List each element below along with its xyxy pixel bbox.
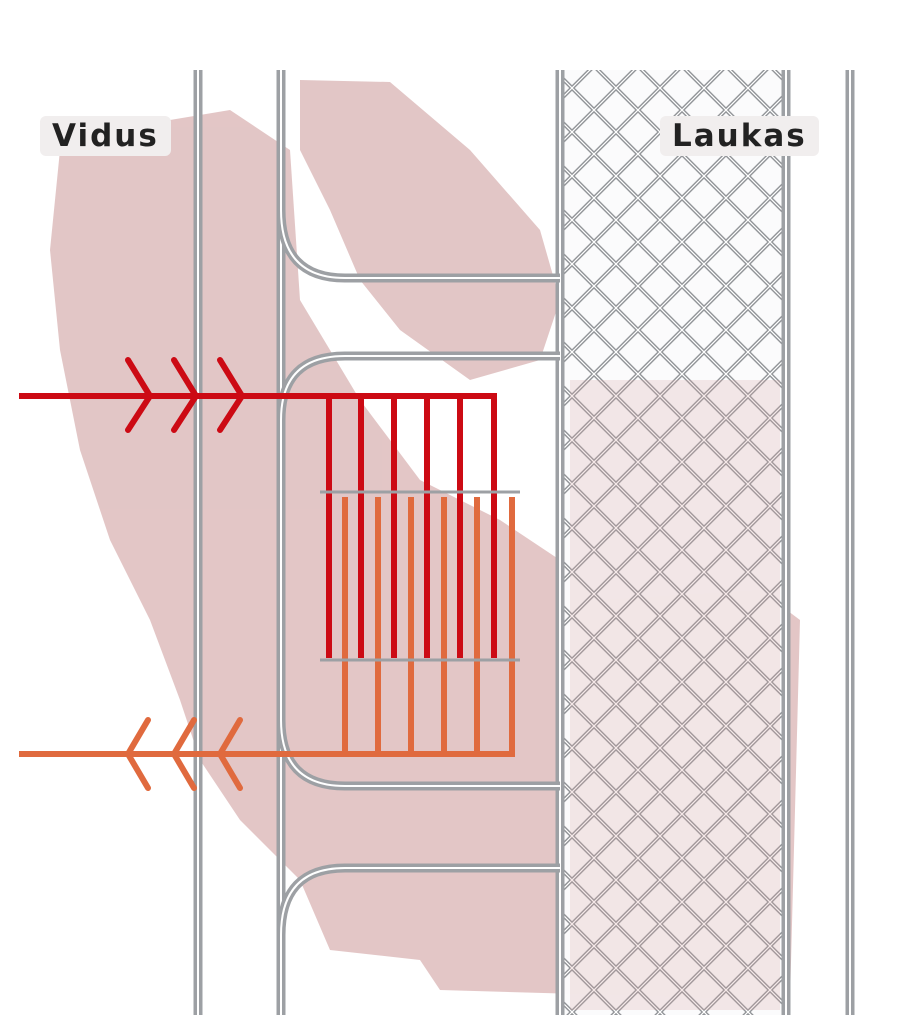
arrow-left-icon bbox=[171, 717, 197, 791]
arrow-right-icon bbox=[171, 357, 199, 433]
arrow-left-icon bbox=[217, 717, 243, 791]
exchanger-plates bbox=[320, 490, 520, 662]
duct-branch-highlights bbox=[280, 209, 560, 936]
warm-air-arrows bbox=[125, 357, 245, 433]
cool-air-flow bbox=[19, 497, 515, 757]
arrow-right-icon bbox=[125, 357, 153, 433]
insulation-layer bbox=[562, 70, 784, 1015]
warm-air-flow bbox=[19, 393, 497, 658]
outside-label: Laukas bbox=[660, 116, 819, 156]
arrow-right-icon bbox=[217, 357, 245, 433]
inside-label: Vidus bbox=[40, 116, 171, 156]
cool-air-arrows bbox=[125, 717, 243, 791]
arrow-left-icon bbox=[125, 717, 151, 791]
